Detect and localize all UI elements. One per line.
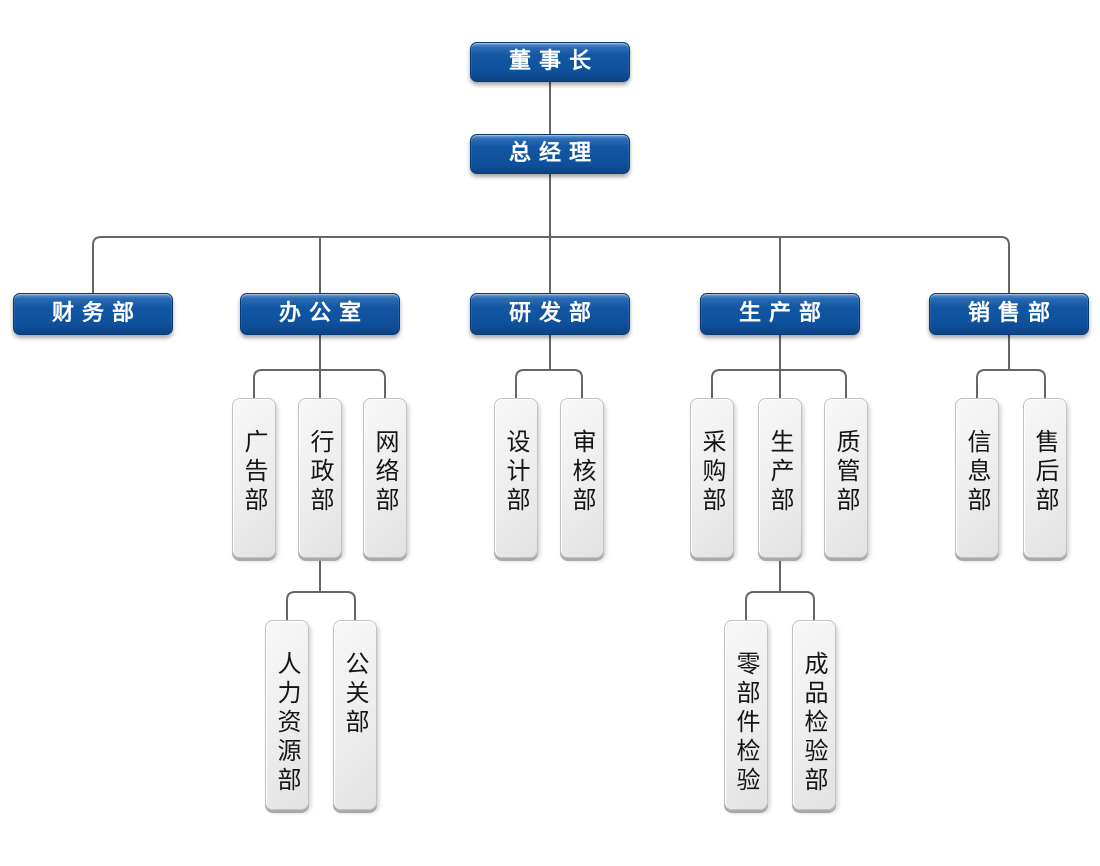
- node-purchasing-label: 采购部: [698, 429, 726, 516]
- connector-sales-bus: [976, 369, 1046, 398]
- node-office: 办公室: [240, 293, 400, 335]
- connector-main-bus: [92, 236, 1010, 293]
- node-sales-label: 销售部: [967, 301, 1058, 326]
- node-finished-inspection: 成品检验部: [792, 620, 836, 810]
- node-production-sub-label: 生产部: [766, 429, 794, 516]
- node-human-resources-label: 人力资源部: [273, 651, 301, 796]
- node-human-resources: 人力资源部: [265, 620, 309, 810]
- node-parts-inspection: 零部件检验: [724, 620, 768, 810]
- node-general-manager: 总经理: [470, 134, 630, 174]
- connector-office-bus: [253, 369, 386, 398]
- node-finance: 财务部: [13, 293, 173, 335]
- node-finished-inspection-label: 成品检验部: [800, 651, 828, 796]
- node-quality-label: 质管部: [832, 429, 860, 516]
- node-public-relations: 公关部: [333, 620, 377, 810]
- node-after-sales: 售后部: [1023, 398, 1067, 558]
- node-information: 信息部: [955, 398, 999, 558]
- node-production-sub: 生产部: [758, 398, 802, 558]
- node-audit-label: 审核部: [568, 429, 596, 516]
- node-after-sales-label: 售后部: [1031, 429, 1059, 516]
- node-purchasing: 采购部: [690, 398, 734, 558]
- connector-production-bus: [711, 369, 847, 398]
- node-finance-label: 财务部: [51, 301, 142, 326]
- node-quality: 质管部: [824, 398, 868, 558]
- node-administration-label: 行政部: [306, 429, 334, 516]
- node-rnd-label: 研发部: [508, 301, 599, 326]
- node-production-label: 生产部: [738, 301, 829, 326]
- node-chairman: 董事长: [470, 42, 630, 82]
- node-production: 生产部: [700, 293, 860, 335]
- node-office-label: 办公室: [278, 301, 369, 326]
- connector-prodsub-bus: [745, 591, 815, 620]
- node-parts-inspection-label: 零部件检验: [732, 651, 760, 796]
- node-network: 网络部: [363, 398, 407, 558]
- connector-rnd-bus: [515, 369, 583, 398]
- node-design: 设计部: [494, 398, 538, 558]
- node-sales: 销售部: [929, 293, 1089, 335]
- node-network-label: 网络部: [371, 429, 399, 516]
- node-advertising: 广告部: [232, 398, 276, 558]
- node-public-relations-label: 公关部: [341, 651, 369, 738]
- node-rnd: 研发部: [470, 293, 630, 335]
- node-audit: 审核部: [560, 398, 604, 558]
- connector-admin-bus: [286, 591, 356, 620]
- node-administration: 行政部: [298, 398, 342, 558]
- node-design-label: 设计部: [502, 429, 530, 516]
- node-information-label: 信息部: [963, 429, 991, 516]
- node-general-manager-label: 总经理: [508, 141, 599, 166]
- node-advertising-label: 广告部: [240, 429, 268, 516]
- node-chairman-label: 董事长: [508, 49, 599, 74]
